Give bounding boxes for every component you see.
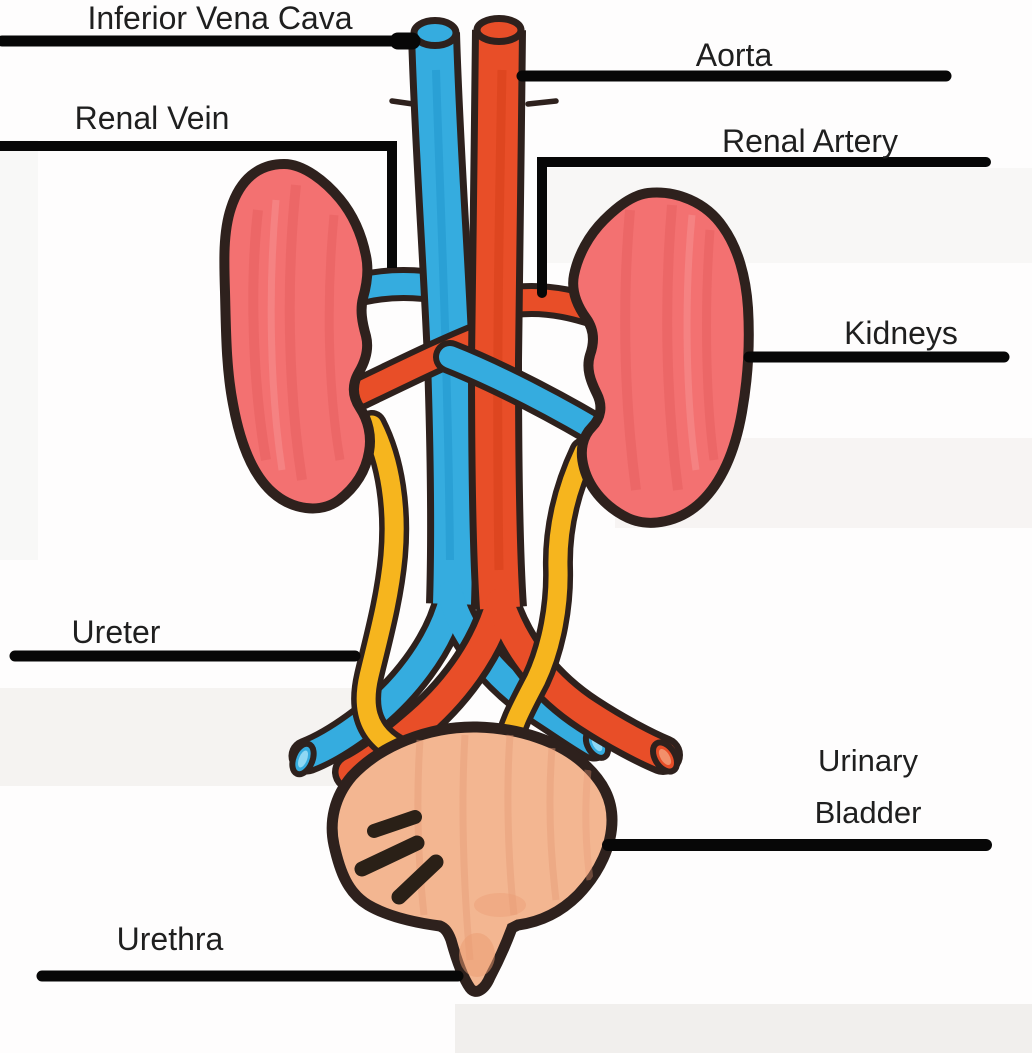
kidney-left-texture [248, 184, 345, 481]
bladder-texture [414, 734, 594, 977]
urinary-bladder-shape [326, 721, 618, 997]
renal-vein-pointer [0, 141, 397, 268]
label-ureter: Ureter [72, 614, 161, 650]
kidney-right-shape [568, 187, 754, 528]
label-urethra: Urethra [117, 921, 224, 957]
kidneys-pair [219, 158, 754, 528]
iliac-artery-right-end [650, 739, 680, 775]
kidney-left-shape [219, 158, 375, 514]
renal-artery-pointer [537, 157, 991, 298]
label-urinary-bladder-line2: Bladder [815, 795, 922, 830]
iliac-vein-left-end [289, 740, 317, 778]
bladder-fold-marks [354, 810, 444, 905]
aorta-opening [473, 15, 525, 45]
kidney-right-texture [620, 204, 719, 491]
label-inferior-vena-cava: Inferior Vena Cava [87, 0, 352, 36]
label-kidneys: Kidneys [844, 315, 958, 351]
sketch-tick-left [389, 98, 416, 107]
sketch-tick-right [525, 98, 559, 107]
label-renal-vein: Renal Vein [75, 100, 230, 136]
labels: Inferior Vena Cava Renal Vein Aorta Rena… [72, 0, 958, 957]
pointer-lines [0, 32, 1010, 982]
ureter-right-tube [493, 437, 599, 763]
label-urinary-bladder-line1: Urinary [818, 743, 918, 778]
label-aorta: Aorta [696, 37, 773, 73]
label-renal-artery: Renal Artery [722, 123, 898, 159]
